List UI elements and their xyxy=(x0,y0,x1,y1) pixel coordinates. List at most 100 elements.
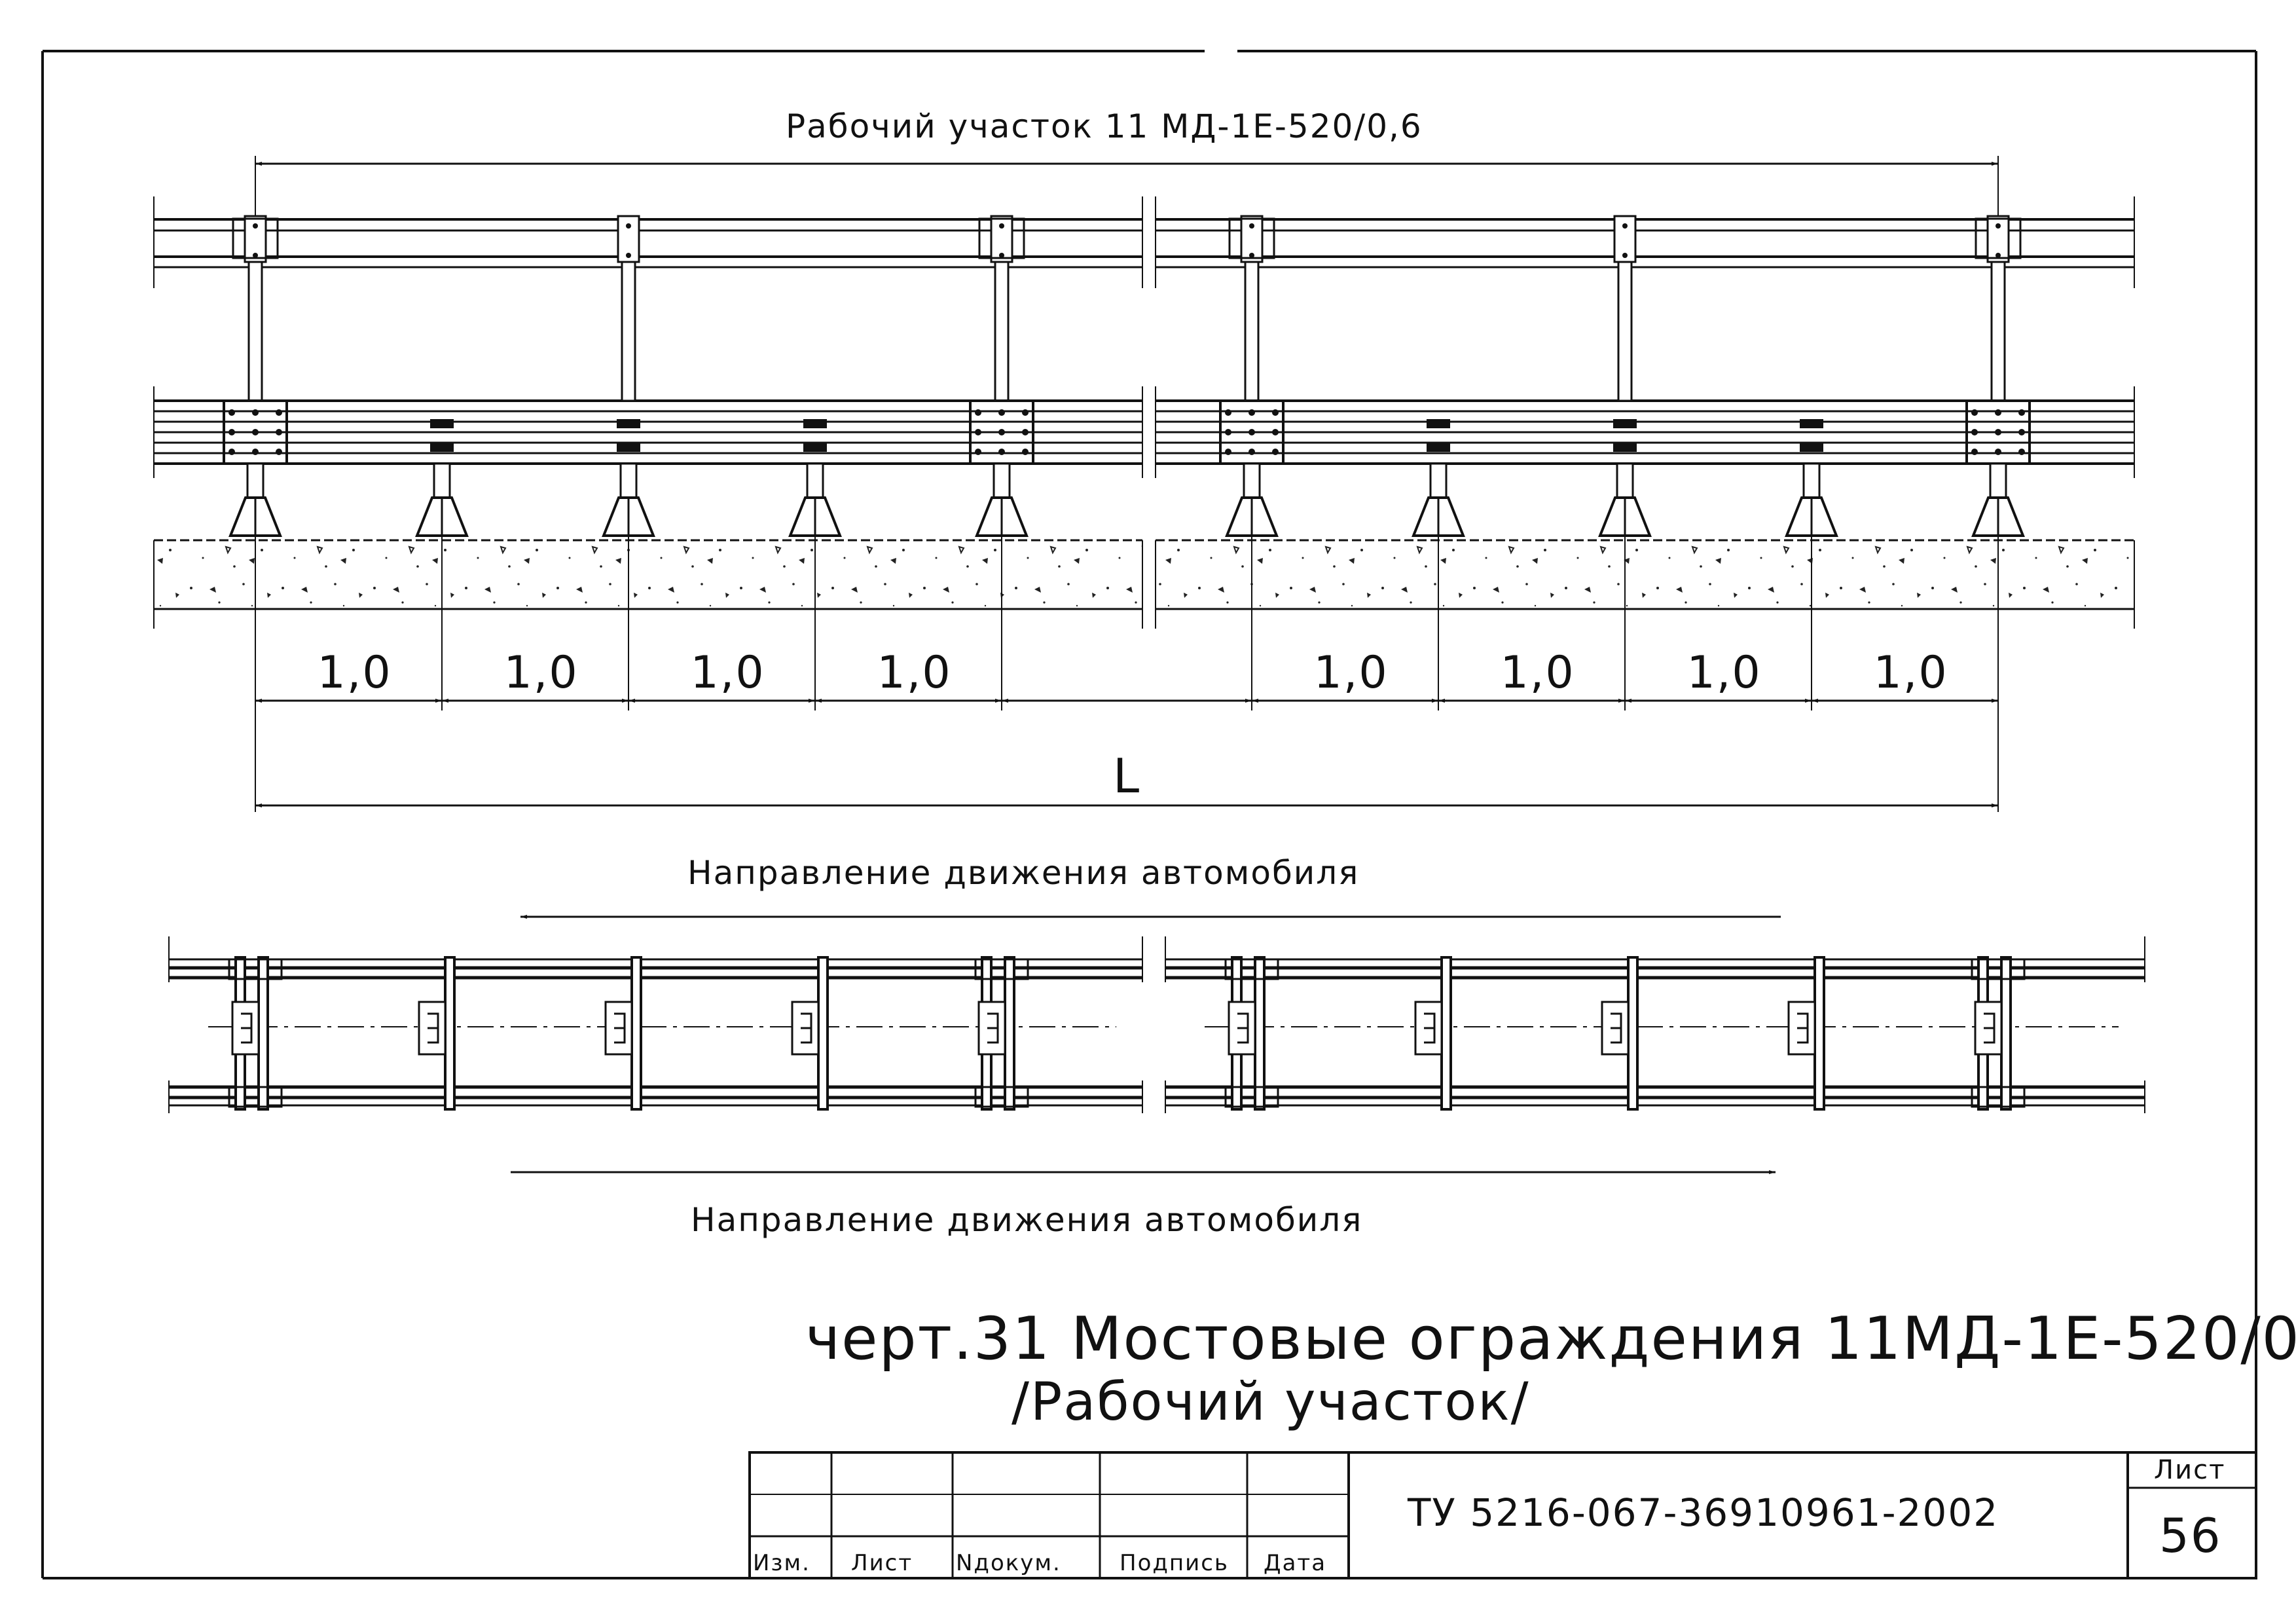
col-header-izm: Изм. xyxy=(753,1550,811,1576)
document-number: ТУ 5216-067-36910961-2002 xyxy=(1407,1490,1999,1535)
plan-splice xyxy=(1224,1086,1279,1108)
plan-view xyxy=(168,915,2145,1174)
bolt xyxy=(276,409,282,416)
plan-post-bracket xyxy=(1424,1012,1436,1044)
end-splice-plate xyxy=(232,217,279,259)
plan-post-block xyxy=(604,1001,633,1056)
spacing-label: 1,0 xyxy=(318,647,392,699)
bolt xyxy=(1622,223,1628,229)
post-clamp xyxy=(1613,215,1637,263)
bolt xyxy=(1249,223,1254,229)
bolt xyxy=(2018,429,2025,435)
plan-post xyxy=(1224,956,1279,1111)
plan-post-bracket xyxy=(428,1012,439,1044)
spacer xyxy=(1613,419,1637,428)
post-stem xyxy=(1429,462,1448,499)
plan-splice xyxy=(228,958,283,980)
post-stem xyxy=(619,462,638,499)
plan-post-block xyxy=(1974,1001,2003,1056)
plan-post xyxy=(791,956,829,1111)
barrier-post xyxy=(1965,399,2031,537)
end-splice-plate xyxy=(978,217,1025,259)
bolt xyxy=(1971,409,1978,416)
plan-post xyxy=(418,956,456,1111)
plan-splice xyxy=(228,1086,283,1108)
plan-cross-bar xyxy=(1440,956,1452,1111)
end-splice-plate xyxy=(1975,217,2022,259)
bolt xyxy=(252,409,259,416)
bolt xyxy=(1248,429,1255,435)
bolt xyxy=(1995,449,2001,455)
spacer xyxy=(430,419,454,428)
end-splice-plate xyxy=(1228,217,1275,259)
plan-post-bracket xyxy=(1611,1012,1622,1044)
bolt xyxy=(1225,449,1231,455)
handrail-post xyxy=(1240,215,1264,402)
barrier-post xyxy=(1785,419,1838,537)
spacer xyxy=(430,443,454,452)
post-stem xyxy=(433,462,451,499)
bolt xyxy=(276,449,282,455)
spacer xyxy=(1800,443,1823,452)
col-header-podpis: Подпись xyxy=(1120,1550,1229,1576)
dimension-lines xyxy=(255,156,1999,812)
bolt xyxy=(1272,449,1279,455)
bolt xyxy=(228,449,235,455)
bolt xyxy=(998,449,1005,455)
bolt xyxy=(253,253,258,258)
barrier-post xyxy=(1598,419,1652,537)
plan-post-bracket xyxy=(1797,1012,1809,1044)
post-stem xyxy=(993,462,1011,499)
spacer xyxy=(1800,419,1823,428)
bolt xyxy=(998,409,1005,416)
bolt xyxy=(975,429,981,435)
col-header-data: Дата xyxy=(1264,1550,1326,1576)
plan-post-bracket xyxy=(1237,1012,1249,1044)
bolt xyxy=(1995,253,2001,258)
plan-post-bracket xyxy=(987,1012,999,1044)
bolt xyxy=(228,409,235,416)
plan-splice xyxy=(974,1086,1029,1108)
bolt xyxy=(998,429,1005,435)
bolt xyxy=(999,223,1004,229)
bolt xyxy=(975,449,981,455)
bolt xyxy=(252,449,259,455)
bolt xyxy=(1225,409,1231,416)
barrier-post xyxy=(602,419,655,537)
plan-post xyxy=(974,956,1029,1111)
spacer xyxy=(617,419,640,428)
bolt xyxy=(999,253,1004,258)
spacing-label: 1,0 xyxy=(877,647,952,699)
bolt xyxy=(626,223,631,229)
spacer xyxy=(1613,443,1637,452)
bolt xyxy=(1022,429,1029,435)
plan-post-bracket xyxy=(1984,1012,1995,1044)
handrail-post xyxy=(244,215,267,402)
drawing-caption: черт.31 Мостовые ограждения 11МД-1Е-520/… xyxy=(805,1304,2296,1373)
post-stem xyxy=(1989,462,2007,499)
plan-cross-bar xyxy=(444,956,456,1111)
barrier-post xyxy=(969,399,1034,537)
spacing-label: 1,0 xyxy=(1687,647,1762,699)
bolt xyxy=(1995,409,2001,416)
plan-splice xyxy=(1971,1086,2026,1108)
plan-cross-bar xyxy=(817,956,829,1111)
barrier-post xyxy=(223,399,288,537)
title-block: Изм. Лист Nдокум. Подпись Дата ТУ 5216-0… xyxy=(748,1451,2257,1579)
bolt xyxy=(228,429,235,435)
bolt xyxy=(1272,429,1279,435)
handrail-post xyxy=(617,215,640,402)
working-section-label: Рабочий участок 11 МД-1Е-520/0,6 xyxy=(786,107,1423,145)
plan-post xyxy=(1787,956,1825,1111)
direction-label-top: Направление движения автомобиля xyxy=(687,854,1359,892)
barrier-post xyxy=(415,419,469,537)
plan-splice xyxy=(974,958,1029,980)
bolt xyxy=(1249,253,1254,258)
elevation-view xyxy=(153,196,2135,629)
spacer xyxy=(617,443,640,452)
post-stem xyxy=(246,462,264,499)
plan-post-bracket xyxy=(241,1012,253,1044)
bolt xyxy=(276,429,282,435)
sheet-number: 56 xyxy=(2159,1508,2222,1563)
length-label: L xyxy=(1113,748,1140,803)
